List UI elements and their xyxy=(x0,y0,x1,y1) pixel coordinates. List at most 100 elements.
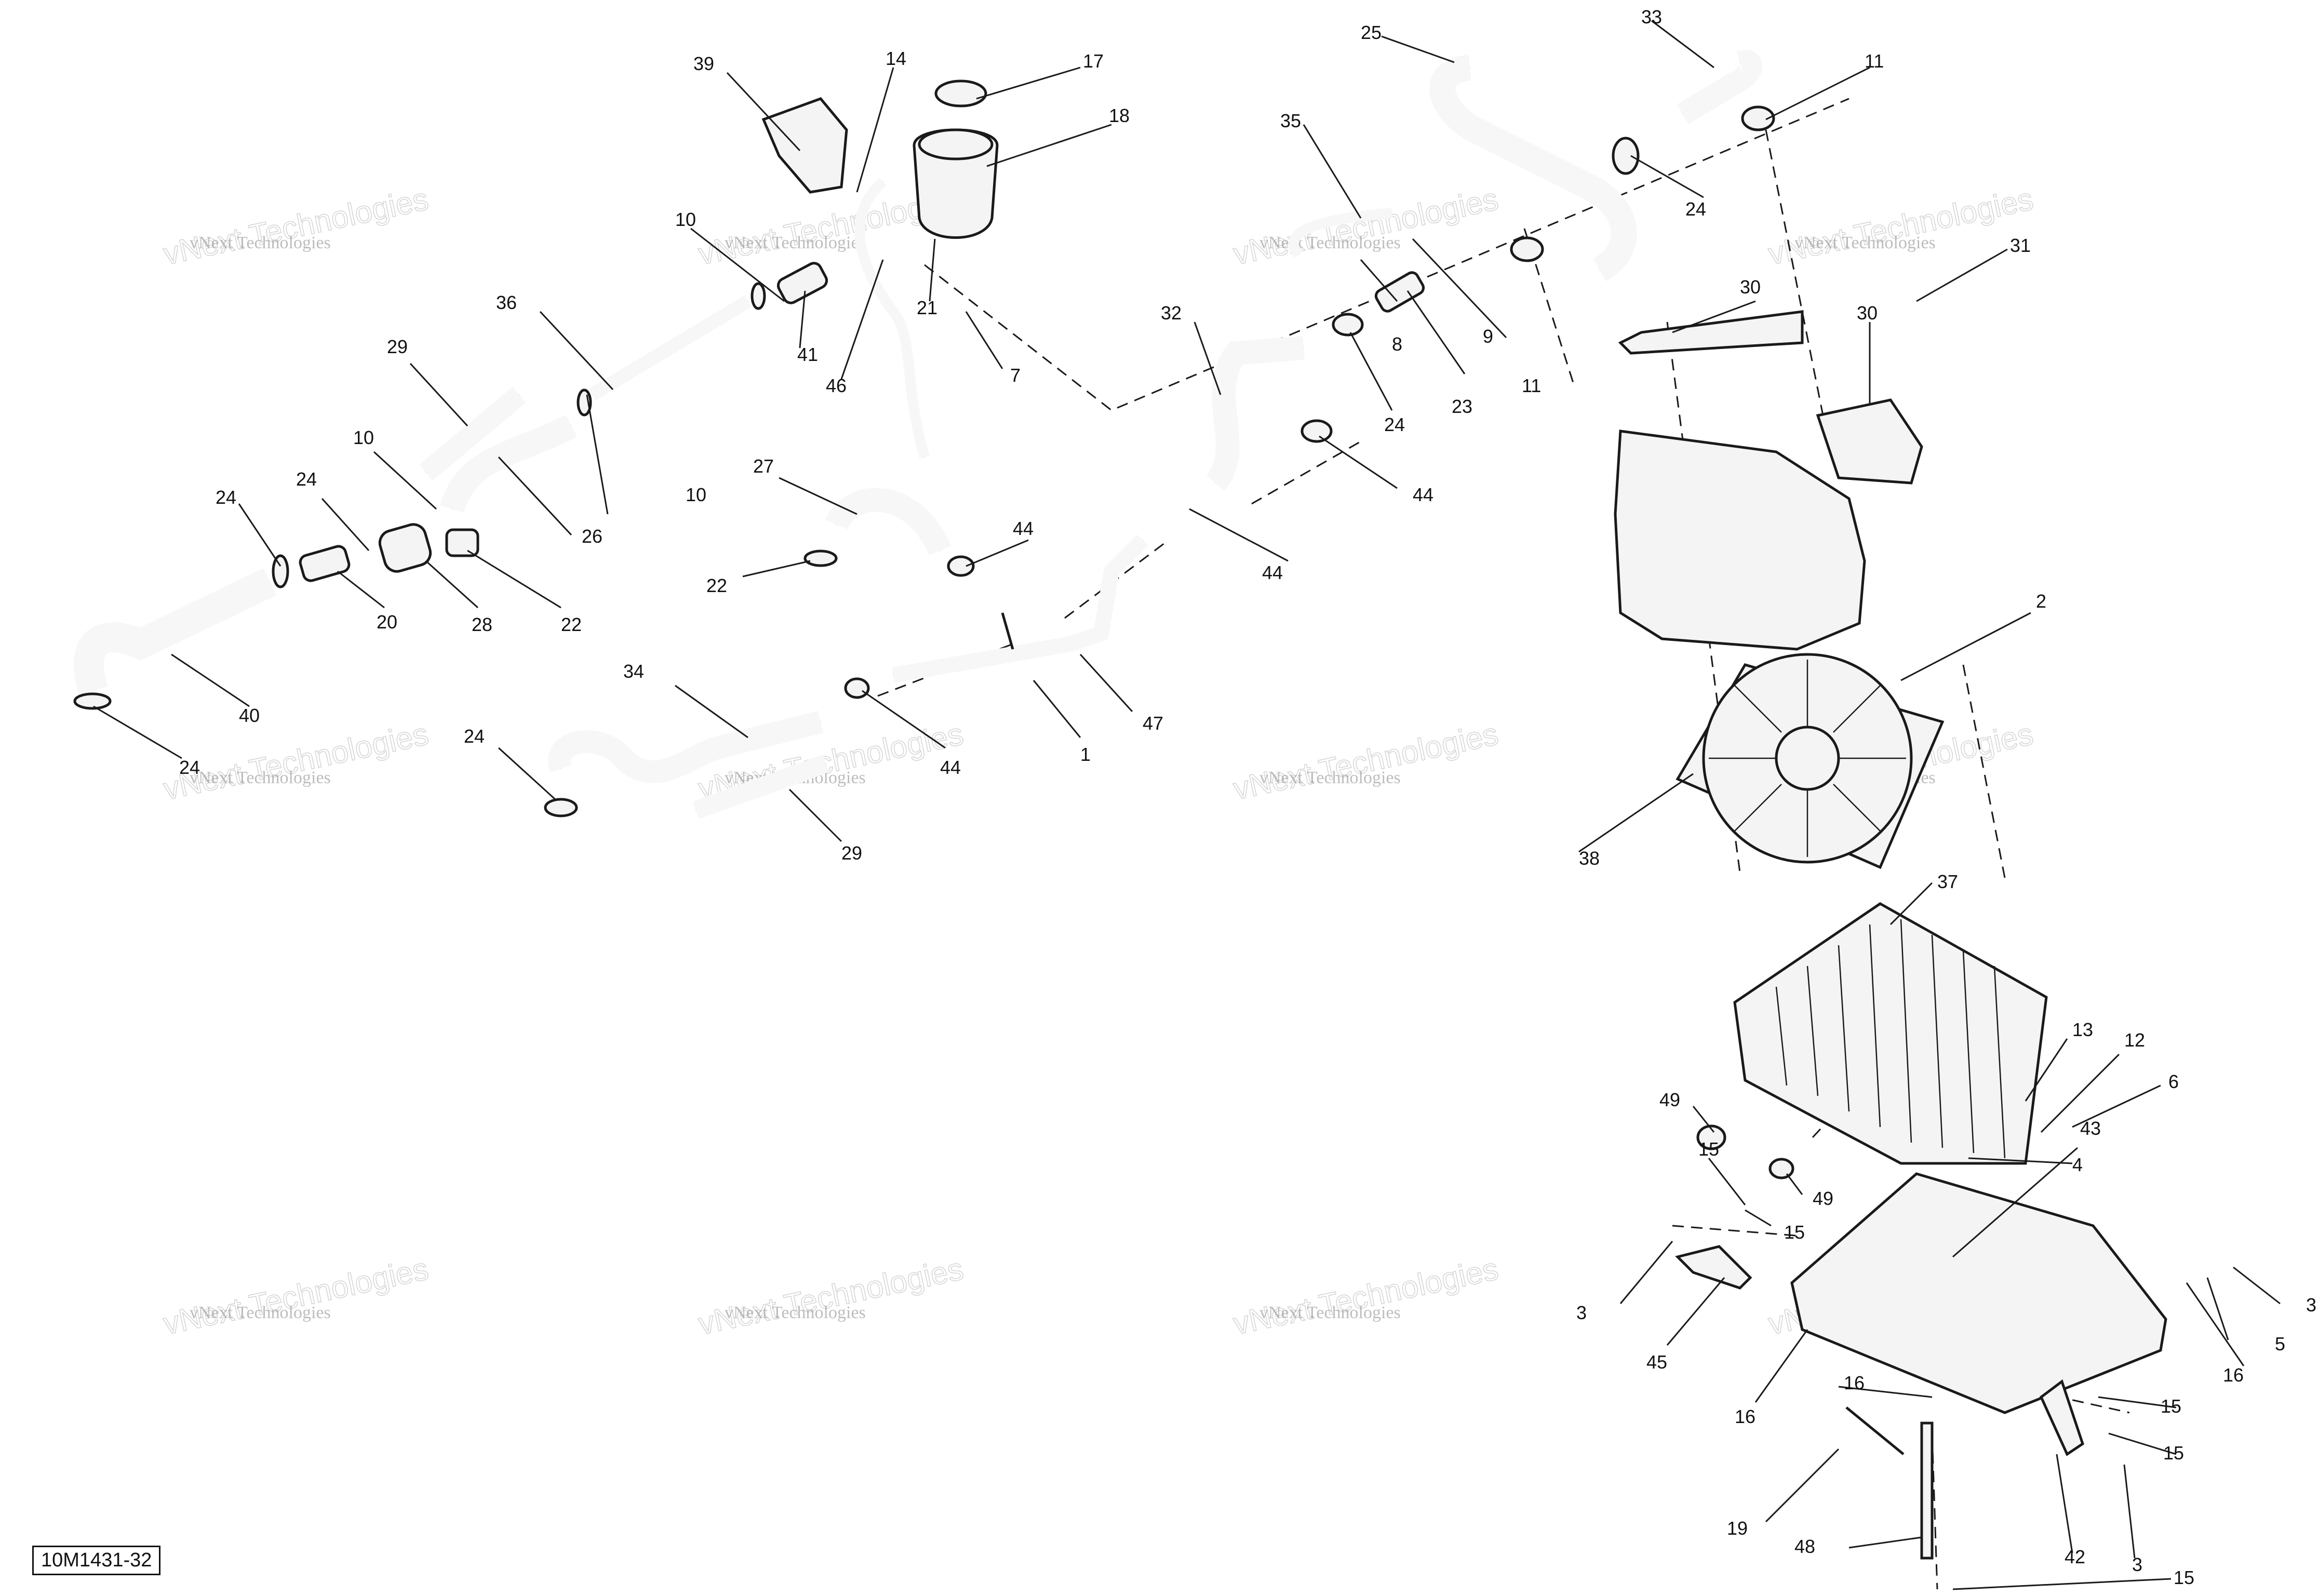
bracket-45 xyxy=(1675,1245,1752,1290)
clamp-44-mid xyxy=(947,555,975,577)
expansion-tank-18 xyxy=(913,128,999,239)
callout-41: 41 xyxy=(797,344,818,365)
svg-text:vNext Technologies: vNext Technologies xyxy=(725,1303,866,1322)
callout-44-c: 44 xyxy=(1413,484,1433,505)
callout-27: 27 xyxy=(753,455,774,477)
reservoir-bracket-39 xyxy=(761,97,848,194)
callout-30-left: 30 xyxy=(1740,276,1761,298)
callout-6: 6 xyxy=(2168,1071,2179,1092)
callout-24-c: 24 xyxy=(179,757,200,778)
callout-46: 46 xyxy=(826,375,847,396)
cap-17 xyxy=(934,79,987,108)
callout-35: 35 xyxy=(1280,110,1301,131)
callout-labels: 39 14 17 18 10 36 29 10 24 24 20 28 22 4… xyxy=(179,6,2316,1588)
callout-49-upper: 49 xyxy=(1659,1089,1680,1110)
callout-48: 48 xyxy=(1794,1536,1815,1557)
callout-14: 14 xyxy=(886,48,906,69)
svg-text:vNext Technologies: vNext Technologies xyxy=(1259,768,1401,787)
callout-29-bottom: 29 xyxy=(841,842,862,864)
callout-21: 21 xyxy=(917,297,937,318)
callout-22-mid: 22 xyxy=(706,575,727,596)
callout-44-b: 44 xyxy=(940,757,961,778)
callout-16-left: 16 xyxy=(1735,1406,1755,1427)
hose-35 xyxy=(1289,208,1392,258)
hose-34 xyxy=(548,710,824,783)
bumper-49-lower xyxy=(1768,1158,1794,1179)
bracket-43 xyxy=(1790,1172,2167,1414)
svg-text:vNext Technologies: vNext Technologies xyxy=(1230,181,1502,271)
hose-46 xyxy=(854,178,930,459)
callout-18: 18 xyxy=(1109,105,1130,126)
svg-text:vNext Technologies: vNext Technologies xyxy=(695,1251,967,1341)
callout-28: 28 xyxy=(472,614,492,635)
callout-44-d: 44 xyxy=(1262,562,1283,583)
svg-text:vNext Technologies: vNext Technologies xyxy=(160,181,432,271)
watermark-3: vNext Technologies vNext Technologies xyxy=(1230,181,1502,272)
callout-19: 19 xyxy=(1727,1518,1748,1539)
callout-40: 40 xyxy=(239,705,260,726)
watermark-1: vNext Technologies vNext Technologies xyxy=(160,181,432,272)
svg-text:vNext Technologies: vNext Technologies xyxy=(1259,233,1401,252)
callout-42: 42 xyxy=(2065,1546,2085,1567)
bumper-49-upper xyxy=(1696,1124,1726,1150)
callout-3-left: 3 xyxy=(1576,1302,1587,1323)
watermark-5: vNext Technologies vNext Technologies xyxy=(160,716,432,807)
fitting-41 xyxy=(776,262,828,304)
clamp-11-left xyxy=(1510,236,1544,262)
callout-36: 36 xyxy=(496,292,517,313)
air-shroud-31 xyxy=(1614,430,1866,651)
watermark-9: vNext Technologies vNext Technologies xyxy=(160,1251,432,1342)
fan-38 xyxy=(1675,653,1945,869)
watermark-7: vNext Technologies vNext Technologies xyxy=(1230,716,1502,807)
hose-32 xyxy=(1205,336,1305,491)
hose-33 xyxy=(1677,50,1763,124)
callout-3-right-top: 3 xyxy=(2306,1294,2316,1316)
callout-20: 20 xyxy=(377,611,397,633)
callout-31: 31 xyxy=(2010,235,2031,256)
clamp-24-lower-left xyxy=(73,692,112,710)
callout-33: 33 xyxy=(1641,6,1662,28)
svg-text:vNext Technologies: vNext Technologies xyxy=(725,233,866,252)
clamp-22-mid xyxy=(803,549,838,567)
callout-37: 37 xyxy=(1937,871,1958,892)
callout-7: 7 xyxy=(1010,365,1021,386)
clamp-24-upper xyxy=(1612,137,1640,175)
callout-4: 4 xyxy=(2072,1154,2083,1175)
seal-30-left xyxy=(1618,310,1804,355)
callout-16-mid: 16 xyxy=(1844,1372,1865,1393)
callout-10-mid: 10 xyxy=(686,484,706,505)
callout-12: 12 xyxy=(2124,1029,2145,1051)
callout-2: 2 xyxy=(2036,591,2046,612)
hose-25 xyxy=(1429,55,1637,281)
callout-24-e: 24 xyxy=(1384,414,1405,435)
svg-text:vNext Technologies: vNext Technologies xyxy=(1794,233,1936,252)
callout-16-right: 16 xyxy=(2223,1364,2244,1386)
svg-text:vNext Technologies: vNext Technologies xyxy=(160,1251,432,1341)
radiator-37 xyxy=(1733,902,2048,1165)
callout-24-f: 24 xyxy=(1685,198,1706,220)
svg-text:vNext Technologies: vNext Technologies xyxy=(1230,1251,1502,1341)
callout-45: 45 xyxy=(1646,1351,1667,1373)
callout-15-e: 15 xyxy=(2174,1567,2194,1588)
callout-11-right: 11 xyxy=(1865,50,1884,72)
fitting-23 xyxy=(1374,271,1425,313)
callout-15-d: 15 xyxy=(2163,1442,2184,1464)
svg-text:vNext Technologies: vNext Technologies xyxy=(1765,181,2036,271)
callout-47: 47 xyxy=(1143,713,1163,734)
seal-30-right xyxy=(1816,398,1923,485)
callout-15-a: 15 xyxy=(1698,1138,1719,1160)
rod-48 xyxy=(1920,1421,1934,1560)
pipe-47 xyxy=(892,534,1148,683)
callout-24-b: 24 xyxy=(216,487,236,508)
svg-text:vNext Technologies: vNext Technologies xyxy=(160,716,432,806)
callout-43: 43 xyxy=(2080,1118,2101,1139)
callout-3-right-bottom: 3 xyxy=(2132,1554,2142,1575)
svg-text:vNext Technologies: vNext Technologies xyxy=(190,1303,331,1322)
callout-15-b: 15 xyxy=(1784,1222,1805,1243)
hose-40 xyxy=(74,568,277,695)
callout-25: 25 xyxy=(1361,22,1382,43)
sleeve-29-lower xyxy=(692,755,829,819)
callout-1: 1 xyxy=(1080,744,1091,765)
svg-text:vNext Technologies: vNext Technologies xyxy=(190,233,331,252)
clamp-44-upper xyxy=(1301,419,1333,443)
